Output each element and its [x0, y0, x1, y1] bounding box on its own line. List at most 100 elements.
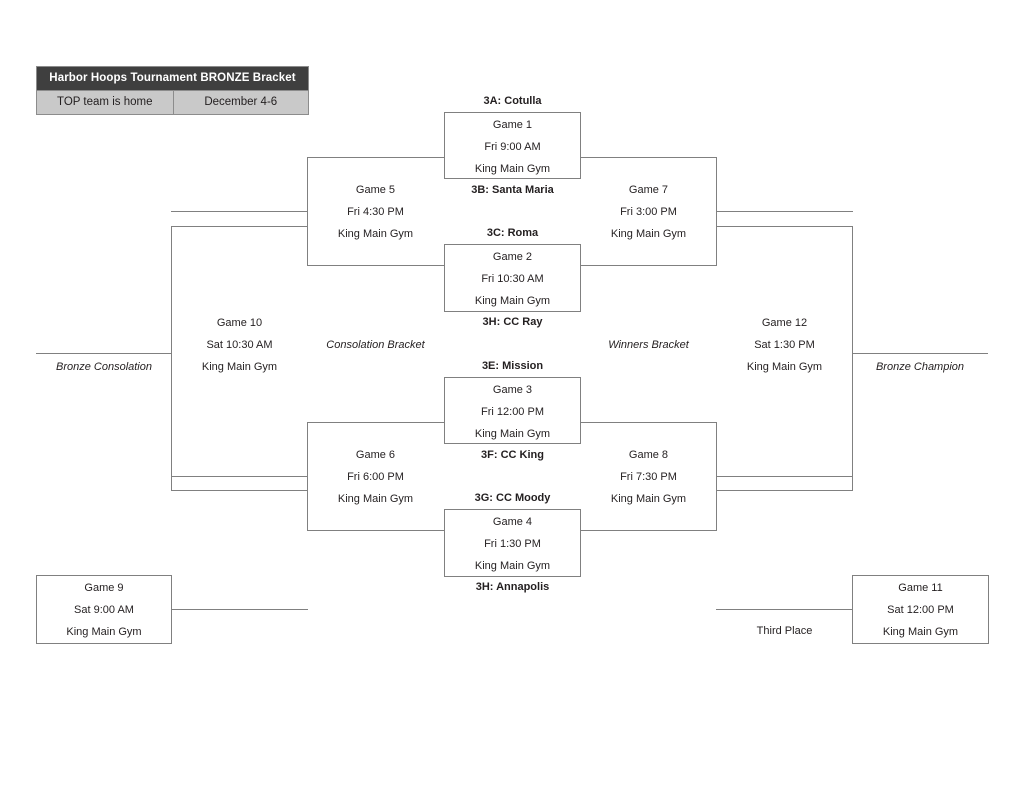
game2-box-top — [444, 244, 581, 245]
game-6-info: Game 6 Fri 6:00 PM King Main Gym — [307, 444, 444, 510]
game-6-venue: King Main Gym — [337, 493, 414, 505]
game-3-time: Fri 12:00 PM — [481, 406, 544, 418]
game-1-time: Fri 9:00 AM — [484, 141, 541, 153]
game-4-time: Fri 1:30 PM — [484, 538, 541, 550]
game1-box-bottom — [444, 178, 581, 179]
game-7-number: Game 7 — [628, 184, 669, 196]
game-7-info: Game 7 Fri 3:00 PM King Main Gym — [580, 179, 717, 245]
game-8-info: Game 8 Fri 7:30 PM King Main Gym — [580, 444, 717, 510]
game12-bracket-top — [716, 226, 853, 227]
game-3-venue: King Main Gym — [474, 428, 551, 440]
game11-box-right — [988, 575, 989, 644]
game-6-number: Game 6 — [355, 449, 396, 461]
game11-box-bottom — [852, 643, 989, 644]
caption-bronze-champion: Bronze Champion — [875, 361, 965, 373]
game-9-venue: King Main Gym — [66, 626, 142, 638]
game6-bracket-top — [307, 422, 445, 423]
game-1-venue: King Main Gym — [474, 163, 551, 175]
game-12-venue: King Main Gym — [746, 361, 823, 373]
team-label-3h-annapolis: 3H: Annapolis — [475, 581, 550, 593]
game10-bracket-spine — [171, 226, 172, 491]
game10-bracket-bottom — [171, 490, 308, 491]
game1-box-top — [444, 112, 581, 113]
game8-output-line — [716, 476, 853, 477]
game-10-venue: King Main Gym — [201, 361, 278, 373]
game-3-info: Game 3 Fri 12:00 PM King Main Gym — [444, 379, 581, 445]
game-5-time: Fri 4:30 PM — [347, 206, 404, 218]
caption-consolation-bracket: Consolation Bracket — [326, 339, 425, 351]
game9-box-top — [36, 575, 172, 576]
game2-box-left — [444, 244, 445, 312]
game2-box-right — [580, 244, 581, 312]
game4-box-left — [444, 509, 445, 577]
caption-third-place: Third Place — [756, 625, 813, 637]
game12-bracket-bottom — [716, 490, 853, 491]
game12-bracket-spine — [852, 226, 853, 491]
game-9-info: Game 9 Sat 9:00 AM King Main Gym — [36, 577, 172, 643]
team-label-3h-ccray: 3H: CC Ray — [482, 316, 543, 328]
team-label-3e: 3E: Mission — [481, 360, 544, 372]
game-2-time: Fri 10:30 AM — [481, 273, 544, 285]
game-2-number: Game 2 — [492, 251, 533, 263]
game7-output-line — [716, 211, 853, 212]
game5-bracket-bottom — [307, 265, 445, 266]
game-9-number: Game 9 — [84, 582, 124, 594]
game-12-time: Sat 1:30 PM — [754, 339, 815, 351]
team-label-3a: 3A: Cotulla — [483, 95, 542, 107]
game-11-time: Sat 12:00 PM — [887, 604, 954, 616]
bracket-header-subrow: TOP team is home December 4-6 — [37, 90, 308, 114]
game3-box-left — [444, 377, 445, 444]
game-4-number: Game 4 — [492, 516, 533, 528]
game-3-number: Game 3 — [492, 384, 533, 396]
game9-output-line — [171, 609, 308, 610]
game-6-time: Fri 6:00 PM — [347, 471, 404, 483]
caption-winners-bracket: Winners Bracket — [608, 339, 689, 351]
bracket-title: Harbor Hoops Tournament BRONZE Bracket — [37, 67, 308, 90]
game1-box-left — [444, 112, 445, 179]
game-5-venue: King Main Gym — [337, 228, 414, 240]
game-12-number: Game 12 — [761, 317, 808, 329]
game8-bracket-top — [580, 422, 717, 423]
game-8-number: Game 8 — [628, 449, 669, 461]
game-2-venue: King Main Gym — [474, 295, 551, 307]
game7-bracket-top — [580, 157, 717, 158]
game-11-number: Game 11 — [898, 582, 943, 594]
game9-box-left — [36, 575, 37, 644]
game-5-info: Game 5 Fri 4:30 PM King Main Gym — [307, 179, 444, 245]
game6-output-line — [171, 476, 308, 477]
game-8-venue: King Main Gym — [610, 493, 687, 505]
game9-box-bottom — [36, 643, 172, 644]
game-7-time: Fri 3:00 PM — [620, 206, 677, 218]
game3-box-bottom — [444, 443, 581, 444]
game-1-info: Game 1 Fri 9:00 AM King Main Gym — [444, 114, 581, 180]
game-10-number: Game 10 — [216, 317, 263, 329]
game-8-time: Fri 7:30 PM — [620, 471, 677, 483]
game5-bracket-top — [307, 157, 445, 158]
game-11-venue: King Main Gym — [882, 626, 959, 638]
game-10-info: Game 10 Sat 10:30 AM King Main Gym — [171, 312, 308, 378]
game-4-venue: King Main Gym — [474, 560, 551, 572]
team-label-3g: 3G: CC Moody — [474, 492, 551, 504]
game-12-info: Game 12 Sat 1:30 PM King Main Gym — [716, 312, 853, 378]
game10-bracket-top — [171, 226, 308, 227]
team-label-3b: 3B: Santa Maria — [471, 184, 554, 196]
team-label-3f: 3F: CC King — [481, 449, 544, 461]
game-7-venue: King Main Gym — [610, 228, 687, 240]
home-team-note: TOP team is home — [57, 96, 153, 108]
game-10-time: Sat 10:30 AM — [206, 339, 273, 351]
game7-bracket-bottom — [580, 265, 717, 266]
bracket-header-table: Harbor Hoops Tournament BRONZE Bracket T… — [36, 66, 309, 115]
game3-box-top — [444, 377, 581, 378]
game-11-info: Game 11 Sat 12:00 PM King Main Gym — [852, 577, 989, 643]
game4-box-top — [444, 509, 581, 510]
tournament-dates: December 4-6 — [172, 91, 309, 114]
game4-box-right — [580, 509, 581, 577]
game4-box-bottom — [444, 576, 581, 577]
team-label-3c: 3C: Roma — [486, 227, 539, 239]
game3-box-right — [580, 377, 581, 444]
game11-input-line — [716, 609, 853, 610]
caption-bronze-consolation: Bronze Consolation — [55, 361, 152, 373]
game12-output-line — [852, 353, 988, 354]
game-4-info: Game 4 Fri 1:30 PM King Main Gym — [444, 511, 581, 577]
